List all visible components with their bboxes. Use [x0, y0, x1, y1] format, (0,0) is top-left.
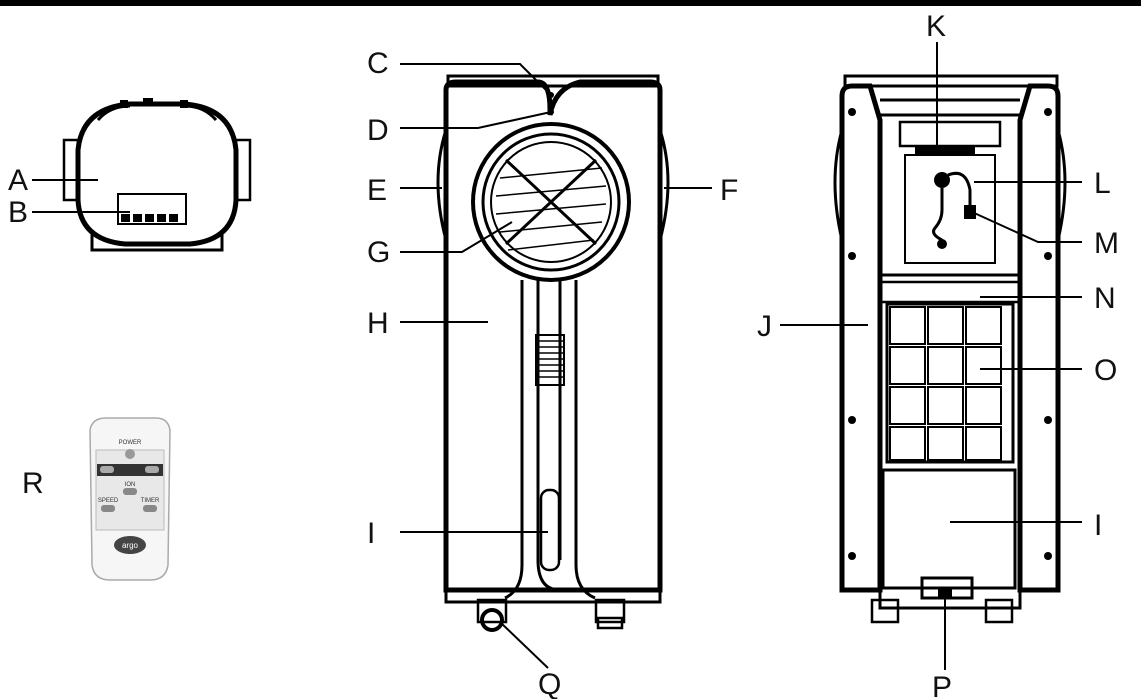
- leader-c: [400, 63, 552, 96]
- label-i-front: I: [367, 517, 375, 550]
- remote-timer-label: TIMER: [141, 498, 160, 504]
- back-view-unit: [833, 74, 1067, 624]
- control-panel: [117, 193, 187, 225]
- filter-panel: [878, 280, 1022, 464]
- label-b: B: [8, 196, 28, 229]
- water-tank: [881, 468, 1017, 600]
- label-m: M: [1094, 227, 1119, 260]
- leader-q: [499, 621, 549, 669]
- label-f: F: [720, 174, 738, 207]
- label-o: O: [1094, 354, 1117, 387]
- remote-speed-label: SPEED: [98, 498, 119, 504]
- label-h: H: [367, 307, 389, 340]
- top-view-unit: [62, 98, 252, 252]
- label-d: D: [367, 114, 389, 147]
- label-q: Q: [538, 668, 561, 699]
- remote-control: POWER ION SPEED TIMER argo: [89, 417, 171, 581]
- remote-power-button[interactable]: [125, 449, 135, 459]
- remote-timer-button[interactable]: [143, 505, 157, 512]
- label-e: E: [367, 174, 387, 207]
- label-i-back: I: [1094, 509, 1102, 542]
- water-level-window: [539, 488, 561, 572]
- label-j: J: [757, 310, 772, 343]
- remote-brand-logo: argo: [122, 541, 139, 550]
- front-view-unit: [436, 74, 670, 632]
- vent-grille: [535, 334, 565, 386]
- label-c: C: [367, 47, 389, 80]
- leader-d: [400, 111, 552, 129]
- remote-left-button[interactable]: [100, 466, 114, 473]
- leader-g: [400, 221, 513, 253]
- cord-storage-compartment: [878, 113, 1022, 277]
- leader-m: [971, 211, 1082, 243]
- remote-ion-label: ION: [125, 482, 136, 488]
- remote-right-button[interactable]: [145, 466, 159, 473]
- remote-speed-button[interactable]: [101, 505, 115, 512]
- top-border: [0, 0, 1141, 6]
- label-l: L: [1094, 167, 1111, 200]
- fan-grille: [471, 122, 631, 282]
- label-g: G: [367, 236, 390, 269]
- back-casters: [870, 598, 1014, 624]
- label-n: N: [1094, 282, 1116, 315]
- remote-power-label: POWER: [119, 440, 142, 446]
- label-k: K: [926, 10, 946, 43]
- front-casters: [476, 598, 626, 632]
- remote-ion-button[interactable]: [123, 488, 137, 495]
- label-r: R: [22, 467, 44, 500]
- label-a: A: [8, 164, 28, 197]
- plug: [964, 205, 976, 219]
- label-p: P: [932, 671, 952, 699]
